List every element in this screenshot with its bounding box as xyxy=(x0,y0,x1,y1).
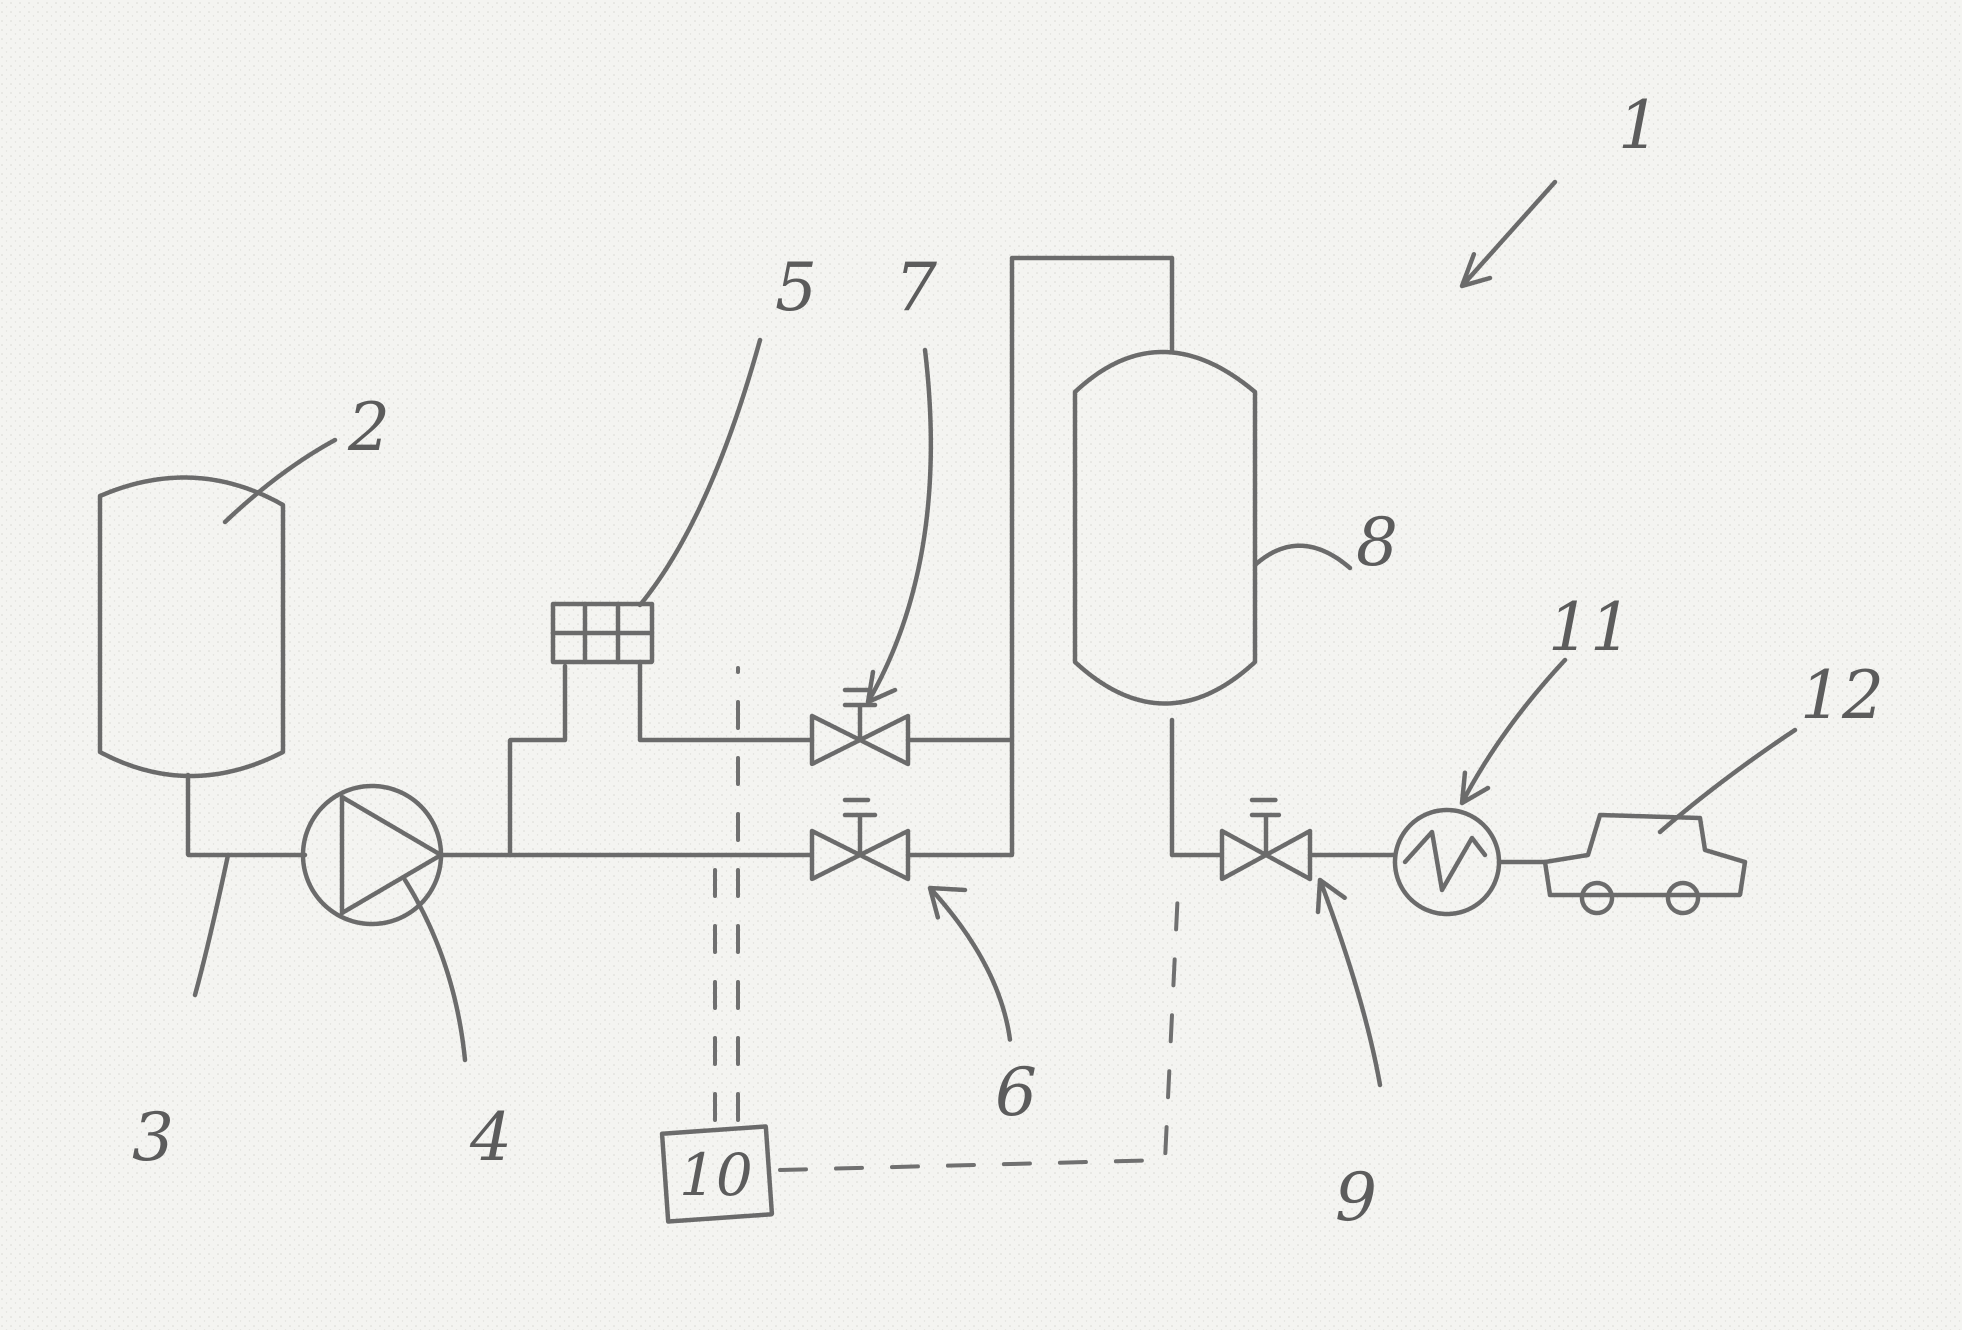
label-11: 11 xyxy=(1548,589,1632,666)
label-3: 3 xyxy=(132,1099,174,1176)
label-10: 10 xyxy=(679,1141,753,1209)
label-5: 5 xyxy=(775,249,817,326)
label-4: 4 xyxy=(469,1099,512,1176)
label-1: 1 xyxy=(1618,87,1660,164)
label-6: 6 xyxy=(995,1054,1037,1131)
label-2: 2 xyxy=(347,389,390,466)
label-12: 12 xyxy=(1800,657,1884,734)
label-7: 7 xyxy=(895,249,937,326)
label-9: 9 xyxy=(1335,1159,1377,1236)
label-8: 8 xyxy=(1356,504,1398,581)
